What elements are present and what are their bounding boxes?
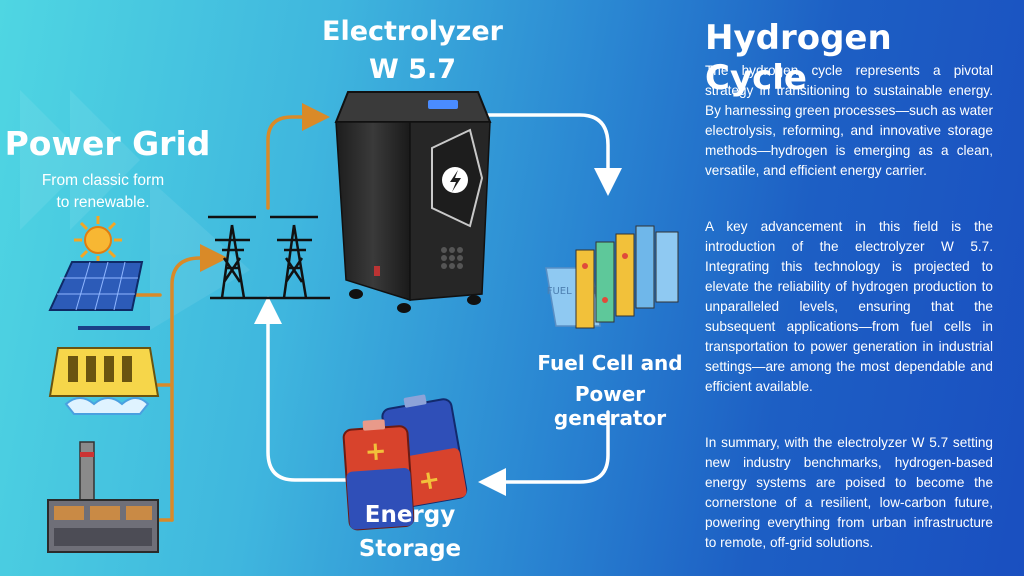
power-grid-subtitle-line2: to renewable. — [56, 194, 150, 211]
sun-icon — [74, 216, 122, 264]
hydrogen-cycle-title: Hydrogen Cycle — [705, 18, 892, 98]
power-plant-icon — [47, 441, 159, 553]
fuel-cell-box-label: FUEL CELL — [547, 286, 600, 297]
electrolyzer-label-line1: Electrolyzer — [322, 16, 503, 47]
solar-panel-icon — [48, 261, 144, 311]
battery-icon: + + — [342, 394, 468, 531]
power-grid-subtitle: From classic form to renewable. — [18, 170, 188, 214]
fuel-cell-label-line2: Power generator — [553, 382, 667, 430]
power-grid-subtitle-line1: From classic form — [41, 172, 165, 189]
hydro-dam-icon — [48, 347, 160, 415]
electrolyzer-label-line2: W 5.7 — [368, 54, 456, 85]
advancement-paragraph: A key advancement in this field is the i… — [705, 219, 993, 394]
svg-text:+: + — [416, 464, 443, 497]
cycle-arrows — [254, 113, 622, 496]
energy-storage-label-line1: Energy — [364, 502, 456, 528]
fuel-cell-icon: FUEL CELL — [545, 225, 679, 329]
transmission-tower-icon — [208, 215, 330, 300]
electrolyzer-machine — [334, 91, 492, 313]
fuel-cell-label-line1: Fuel Cell and — [537, 351, 683, 375]
divider-bar — [78, 326, 150, 330]
svg-text:+: + — [364, 436, 388, 467]
intro-paragraph: The hydrogen cycle represents a pivotal … — [705, 63, 993, 178]
summary-paragraph: In summary, with the electrolyzer W 5.7 … — [705, 435, 993, 550]
power-grid-title: Power Grid — [4, 124, 211, 163]
energy-storage-label-line2: Storage — [358, 536, 462, 562]
